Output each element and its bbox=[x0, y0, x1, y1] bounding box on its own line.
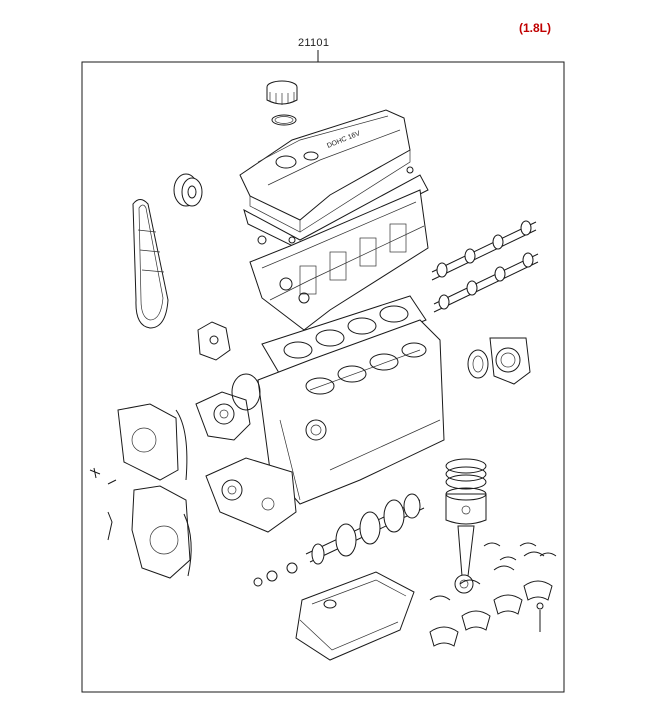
timing-belt[interactable] bbox=[132, 199, 169, 329]
engine-mount-bracket[interactable] bbox=[197, 321, 231, 361]
camshaft-sprocket[interactable] bbox=[173, 173, 203, 207]
piston-rings[interactable] bbox=[445, 458, 487, 490]
timing-cover-lower[interactable] bbox=[107, 479, 192, 579]
connecting-rod[interactable] bbox=[454, 525, 475, 594]
rod-bearings[interactable] bbox=[483, 542, 557, 561]
oil-pump[interactable] bbox=[205, 457, 297, 533]
oil-filler-cap[interactable] bbox=[266, 80, 298, 105]
crankshaft[interactable] bbox=[286, 493, 425, 574]
rocker-cover[interactable]: DOHC 16V bbox=[239, 109, 411, 233]
water-pump[interactable] bbox=[195, 373, 261, 441]
rear-oil-seal-case[interactable] bbox=[467, 337, 531, 385]
oil-pan[interactable] bbox=[295, 571, 415, 661]
bolts[interactable] bbox=[89, 467, 544, 632]
head-gasket[interactable] bbox=[261, 295, 427, 379]
timing-cover-upper[interactable] bbox=[117, 403, 188, 481]
camshaft-intake[interactable] bbox=[431, 220, 537, 281]
cylinder-head[interactable] bbox=[249, 189, 429, 331]
cover-gasket[interactable] bbox=[243, 166, 429, 253]
engine-variant-label: (1.8L) bbox=[519, 21, 552, 35]
diagram-frame bbox=[81, 50, 565, 693]
assembly-part-number: 21101 bbox=[298, 37, 330, 49]
main-bearings[interactable] bbox=[429, 551, 553, 647]
cap-o-ring[interactable] bbox=[271, 114, 297, 126]
camshaft-exhaust[interactable] bbox=[433, 252, 539, 313]
piston[interactable] bbox=[445, 487, 487, 525]
